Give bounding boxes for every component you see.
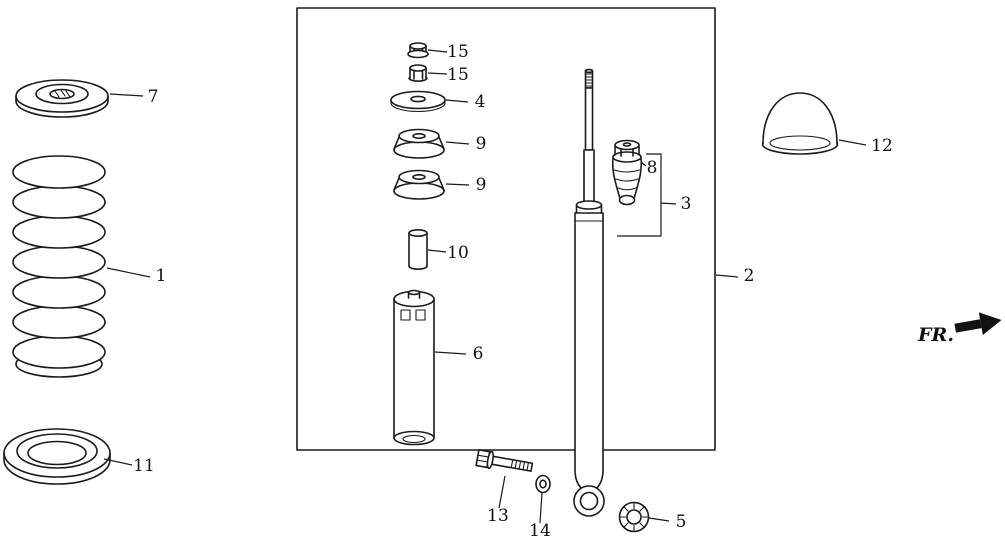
callout-14-leader <box>539 492 543 524</box>
fr-arrow-icon <box>954 312 1002 336</box>
lock-nut-lower <box>408 64 428 82</box>
callout-2-leader <box>715 274 739 278</box>
callout-15b-leader <box>427 72 448 75</box>
dust-cover-sleeve <box>393 289 435 446</box>
callout-5-label: 5 <box>676 512 687 532</box>
lock-nut-upper <box>407 42 429 59</box>
callout-14-label: 14 <box>529 521 551 541</box>
callout-13-leader <box>498 475 506 509</box>
callout-6-leader <box>434 351 467 355</box>
callout-11-label: 11 <box>133 456 155 476</box>
lower-spring-seat <box>3 428 111 485</box>
collar-spacer <box>408 229 428 270</box>
callout-9b-label: 9 <box>476 175 487 195</box>
rubber-bushing-lower <box>393 169 445 200</box>
shock-absorber-damper <box>573 68 605 517</box>
callout-11-leader <box>103 458 133 466</box>
shock-rod <box>583 68 595 206</box>
callout-12-leader <box>838 139 867 146</box>
callout-1-leader <box>106 267 151 278</box>
callout-5-leader <box>648 517 670 522</box>
callout-15b-label: 15 <box>447 65 469 85</box>
callout-7-leader <box>109 93 144 97</box>
callout-12-label: 12 <box>871 136 893 156</box>
callout-15a-label: 15 <box>447 42 469 62</box>
callout-1-label: 1 <box>156 266 167 286</box>
coil-spring <box>12 155 106 378</box>
callout-9a-label: 9 <box>476 134 487 154</box>
bump-stop-rubber <box>611 139 643 206</box>
callout-3-label: 3 <box>681 194 692 214</box>
mount-bolt <box>475 448 534 472</box>
callout-13-label: 13 <box>487 506 509 526</box>
callout-3-bracket <box>617 153 677 237</box>
fr-label: FR. <box>917 324 954 346</box>
rubber-cap <box>761 92 839 155</box>
callout-8-leader <box>640 161 647 167</box>
callout-9a-leader <box>445 141 470 145</box>
mount-washer <box>390 90 446 113</box>
callout-8-label: 8 <box>647 158 658 178</box>
shock-body <box>574 200 604 494</box>
callout-15a-leader <box>427 49 448 53</box>
callout-4-leader <box>445 99 469 103</box>
callout-6-label: 6 <box>473 344 484 364</box>
callout-9b-leader <box>445 183 470 186</box>
callout-10-leader <box>427 249 447 253</box>
callout-10-label: 10 <box>447 243 469 263</box>
fr-direction-indicator: FR. <box>917 312 1002 346</box>
bolt-washer <box>535 474 551 494</box>
assembly-frame-box <box>296 7 716 451</box>
upper-spring-seat <box>15 79 109 118</box>
lower-mount-bushing <box>618 501 650 533</box>
shock-eye-mount <box>573 485 605 517</box>
callout-7-label: 7 <box>148 87 159 107</box>
callout-2-label: 2 <box>744 266 755 286</box>
rubber-bushing-upper <box>393 128 445 159</box>
callout-4-label: 4 <box>475 92 486 112</box>
